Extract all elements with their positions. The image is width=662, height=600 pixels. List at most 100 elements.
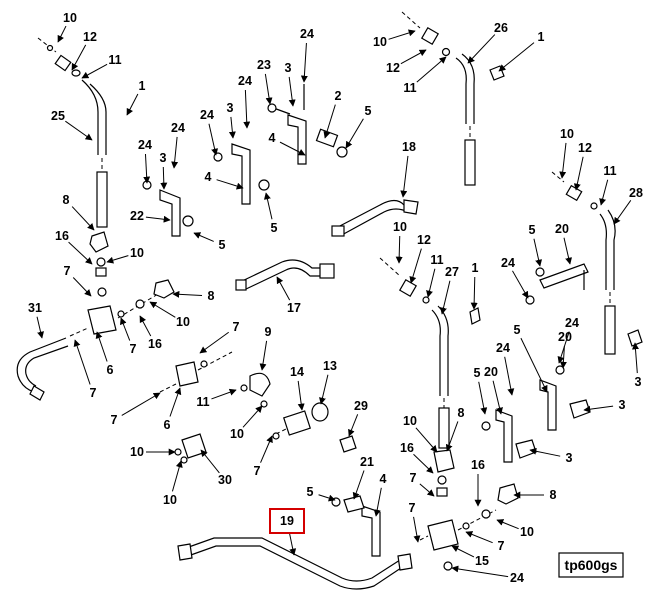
callout-leader (211, 388, 237, 400)
tee-assembly-left (16, 279, 175, 401)
callout-leader (520, 337, 548, 393)
callout-number: 20 (484, 365, 498, 379)
callout-leader (95, 331, 108, 362)
callout-number: 7 (254, 464, 261, 478)
callout-c5f: 5 (474, 366, 488, 415)
callout-number: 13 (323, 359, 337, 373)
callout-c10j: 10 (403, 414, 438, 453)
callout-number: 11 (403, 81, 416, 95)
callout-number: 31 (28, 301, 42, 315)
callout-leader (465, 531, 493, 544)
callout-c23: 23 (257, 58, 273, 105)
callout-number: 30 (218, 473, 232, 487)
hose-assembly-right (551, 171, 643, 355)
callout-number: 7 (233, 320, 240, 334)
callout-c11b: 11 (403, 56, 447, 95)
hose-assembly-center-right (379, 257, 481, 497)
callout-number: 16 (471, 458, 485, 472)
callout-leader (139, 315, 152, 337)
callout-leader (400, 49, 427, 65)
callout-c26: 26 (467, 21, 508, 64)
callout-leader (145, 215, 171, 223)
callout-c24b: 24 (171, 121, 185, 169)
callout-number: 12 (417, 233, 431, 247)
callout-number: 5 (307, 485, 314, 499)
callout-c10f: 10 (393, 220, 407, 264)
callout-number: 1 (139, 79, 146, 93)
callout-number: 24 (200, 108, 214, 122)
callout-number: 9 (265, 325, 272, 339)
callout-number: 24 (138, 138, 152, 152)
callout-leader (260, 435, 273, 463)
callout-leader (451, 565, 509, 578)
callout-leader (68, 241, 93, 265)
callout-leader (318, 494, 336, 502)
callout-c7c: 7 (120, 317, 137, 356)
callout-c4a: 4 (205, 170, 244, 190)
callout-leader (533, 238, 543, 267)
callout-c27: 27 (440, 265, 459, 315)
callout-c7g: 7 (410, 471, 435, 497)
callout-leader (288, 529, 297, 556)
callout-c8d: 8 (513, 488, 557, 502)
callout-c24h: 24 (496, 341, 515, 396)
parts-illustration (16, 11, 643, 590)
callout-c10e: 10 (559, 127, 574, 179)
callout-leader (512, 270, 529, 299)
callout-number: 10 (130, 445, 144, 459)
callout-number: 5 (271, 221, 278, 235)
callout-c10a: 10 (57, 11, 77, 43)
callout-c3e: 3 (583, 398, 626, 413)
callout-number: 10 (130, 246, 144, 260)
callout-leader (160, 166, 168, 190)
callout-c7i: 7 (465, 531, 505, 553)
callout-number: 27 (445, 265, 459, 279)
callout-c24d: 24 (238, 74, 252, 129)
callout-number: 10 (176, 315, 190, 329)
callout-leader (563, 237, 573, 265)
callout-c7f: 7 (254, 435, 273, 478)
callout-number: 21 (360, 455, 374, 469)
callout-c3d: 3 (631, 342, 642, 389)
callout-leader (216, 179, 244, 190)
callout-leader (259, 340, 268, 371)
callout-number: 12 (578, 141, 592, 155)
callout-number: 2 (335, 89, 342, 103)
callout-number: 10 (393, 220, 407, 234)
callout-leader (440, 280, 451, 315)
callout-leader (478, 381, 488, 415)
callout-leader (613, 200, 632, 225)
callout-number: 8 (458, 406, 465, 420)
callout-leader (348, 414, 359, 437)
callout-leader (559, 142, 567, 179)
callout-number: 7 (90, 386, 97, 400)
callout-number: 24 (510, 571, 524, 585)
callout-c6a: 6 (95, 331, 114, 377)
hose-assembly-upper-right (401, 11, 505, 186)
callout-number: 3 (160, 151, 167, 165)
callout-c18: 18 (400, 140, 416, 198)
callout-leader (81, 63, 108, 79)
callout-c11e: 11 (196, 388, 237, 409)
callout-number: 6 (164, 418, 171, 432)
callout-c16c: 16 (400, 441, 434, 474)
callout-c16a: 16 (55, 229, 93, 265)
callout-highlight-box (269, 508, 305, 534)
callout-c3a: 3 (160, 151, 168, 190)
callout-number: 15 (475, 554, 489, 568)
callout-c7a: 7 (64, 264, 92, 297)
callout-c24c: 24 (200, 108, 219, 156)
callout-leader (416, 56, 447, 83)
callout-c1c: 1 (470, 261, 479, 310)
callout-leader (169, 387, 182, 417)
callout-number: 10 (560, 127, 574, 141)
callout-c11d: 11 (426, 253, 444, 298)
callout-leader (498, 42, 535, 72)
callout-c10i: 10 (163, 460, 183, 507)
callout-c5c: 5 (345, 104, 372, 149)
callout-leader (263, 192, 273, 220)
callout-leader (36, 316, 44, 339)
callout-leader (467, 34, 496, 64)
callout-number: 5 (219, 238, 226, 252)
